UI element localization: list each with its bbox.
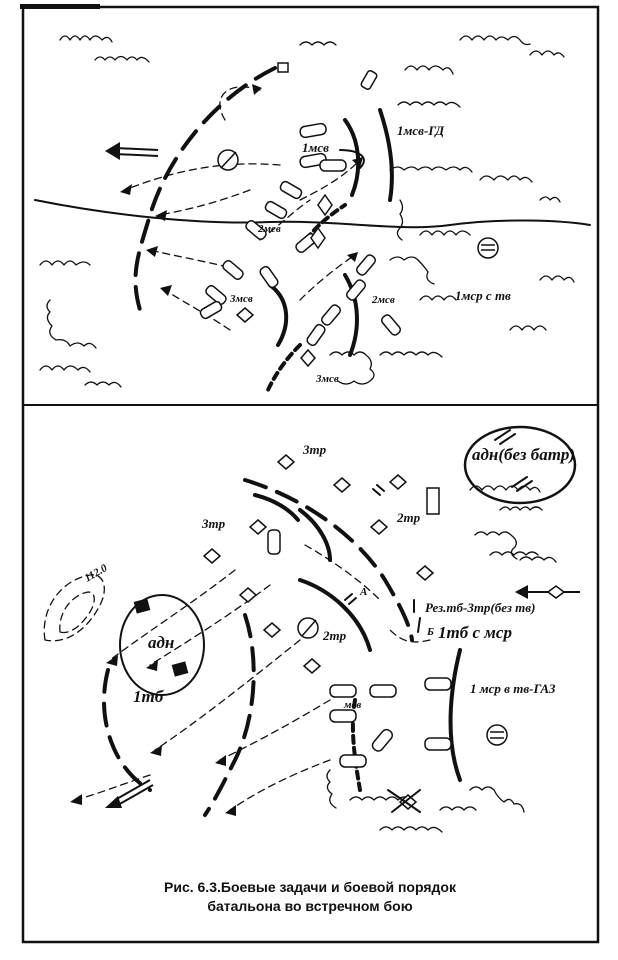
bottom-front-3tr (298, 508, 332, 562)
label-point-b: Б (426, 626, 434, 638)
caption-line-1: Рис. 6.3.Боевые задачи и боевой порядок (164, 879, 456, 895)
top-label-2msb-right: 2мсв (371, 294, 395, 306)
bottom-terrain (326, 485, 557, 833)
label-point-a: А (359, 586, 367, 598)
adn-reserve-ellipse (463, 425, 577, 505)
top-bn-symbol (477, 237, 499, 259)
top-front-right (378, 108, 394, 202)
label-height-mark: 112.0 (83, 562, 110, 585)
adn-boxes (133, 598, 189, 677)
top-diamonds (235, 62, 333, 368)
reserve-arrow (515, 585, 580, 599)
bottom-artillery-circle (297, 617, 319, 639)
bottom-ticks (344, 484, 421, 813)
top-vehicles (199, 70, 402, 347)
figure-caption: Рис. 6.3.Боевые задачи и боевой порядок … (60, 878, 560, 916)
top-boundary-arc (133, 66, 277, 312)
label-1tb-msr: 1тб с мср (438, 623, 512, 642)
bottom-arc-left (102, 668, 152, 792)
adn-ellipse (119, 594, 205, 696)
top-road (34, 199, 591, 229)
top-label-1msr-tv: 1мср с тв (455, 288, 511, 303)
label-adn-bez-batr: адн(без батр) (472, 445, 575, 464)
top-hook-arrow (339, 149, 365, 169)
label-1tb: 1тб (133, 687, 165, 706)
label-2tr-right: 2тр (396, 510, 421, 525)
top-front-2msb (343, 273, 359, 357)
label-3tr-top: 3тр (302, 442, 327, 457)
label-adn: адн (148, 633, 174, 652)
top-terrain (39, 35, 575, 388)
label-msb: мсв (343, 699, 361, 711)
bottom-vehicles (267, 487, 452, 768)
top-label-3msb-bottom: 3мсв (315, 373, 339, 385)
bottom-bn-symbol (486, 724, 508, 746)
bottom-diagram: 3тр 3тр 2тр 2тр адн(без батр) адн 112.0 … (43, 425, 580, 833)
top-front-1msb (343, 118, 361, 197)
top-label-1msb: 1мсв (302, 140, 329, 155)
label-rez-tb: Рез.тб-3тр(без тв) (425, 600, 535, 615)
border-tab (20, 4, 100, 9)
bottom-main-arrow (105, 779, 154, 808)
outer-border (21, 5, 600, 944)
label-1msr-gaz: 1 мср в тв-ГАЗ (470, 681, 556, 696)
top-label-3msb-left: 3мсв (229, 293, 253, 305)
top-diagram: 1мсв-ГД 1мсв 2мсв 3мсв 2мсв 3мсв 1мср с … (34, 35, 591, 392)
top-artillery-circle (217, 149, 239, 171)
top-front-3msb-bottom (266, 343, 302, 392)
top-label-2msb-left: 2мсв (257, 223, 281, 235)
top-arrowheads (120, 84, 363, 296)
bottom-arc-mid (203, 613, 256, 817)
hill-contours (43, 574, 105, 642)
adn-reserve-marks (494, 429, 533, 492)
bottom-front-2tr (298, 578, 372, 652)
label-3tr-left: 3тр (201, 516, 226, 531)
top-label-1msb-gd: 1мсв-ГД (397, 123, 445, 138)
bottom-front-1msr (448, 648, 462, 782)
bottom-diamonds (202, 454, 435, 810)
label-2tr-center: 2тр (322, 628, 347, 643)
bottom-front-3tr-b (253, 493, 300, 522)
top-main-arrow (105, 142, 159, 160)
top-front-3msb (268, 283, 289, 347)
bottom-arc-top (243, 478, 414, 642)
bottom-arrowheads (70, 655, 236, 816)
caption-line-2: батальона во встречном бою (207, 898, 413, 914)
